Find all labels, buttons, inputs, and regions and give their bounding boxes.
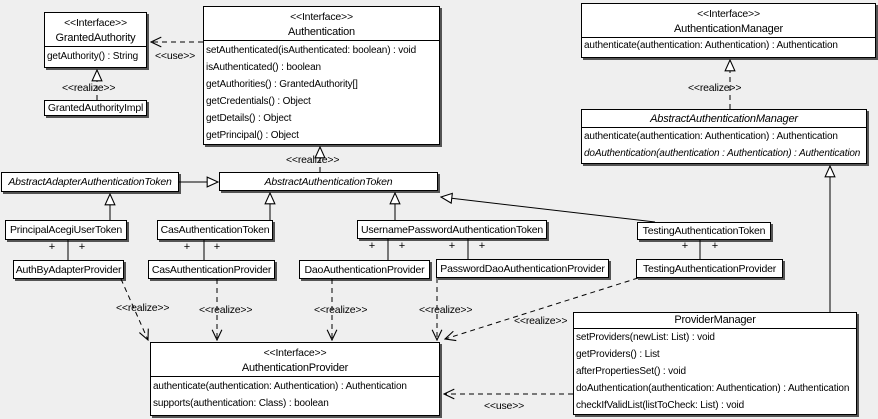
association-end-label: + xyxy=(48,241,56,253)
class-cas-authentication-provider: CasAuthenticationProvider xyxy=(148,260,275,279)
class-header: <<Interface>> AuthenticationManager xyxy=(582,4,875,37)
class-granted-authority: <<Interface>> GrantedAuthority getAuthor… xyxy=(44,12,147,68)
association-end-label: + xyxy=(478,240,486,252)
methods-compartment: getAuthority() : String xyxy=(45,46,146,65)
method: getAuthority() : String xyxy=(47,51,139,62)
class-testing-authentication-token: TestingAuthenticationToken xyxy=(637,222,771,240)
realize-label: <<realize>> xyxy=(116,302,170,314)
class-name: AuthenticationManager xyxy=(674,23,783,35)
method: afterPropertiesSet() : void xyxy=(576,366,686,377)
class-name: CasAuthenticationProvider xyxy=(151,263,272,276)
class-authentication-manager: <<Interface>> AuthenticationManager auth… xyxy=(581,3,876,58)
methods-compartment: authenticate(authentication: Authenticat… xyxy=(582,127,866,162)
class-testing-authentication-provider: TestingAuthenticationProvider xyxy=(636,259,783,278)
class-header: <<Interface>> AuthenticationProvider xyxy=(151,343,439,376)
stereotype-label: <<Interface>> xyxy=(64,17,127,29)
method: setProviders(newList: List) : void xyxy=(576,332,715,343)
class-name: AuthenticationProvider xyxy=(241,362,349,374)
method: getDetails() : Object xyxy=(206,113,292,124)
class-name: UsernamePasswordAuthenticationToken xyxy=(360,223,544,236)
method: doAuthentication(authentication : Authen… xyxy=(584,148,861,159)
method: authenticate(authentication: Authenticat… xyxy=(153,381,407,392)
method: supports(authentication: Class) : boolea… xyxy=(153,398,329,409)
use-label: <<use>> xyxy=(484,400,525,412)
class-name: AbstractAdapterAuthenticationToken xyxy=(8,176,172,188)
class-header: ProviderManager xyxy=(574,313,856,328)
realize-label: <<realize>> xyxy=(514,315,568,327)
class-name: TestingAuthenticationProvider xyxy=(642,262,777,275)
stereotype-label: <<Interface>> xyxy=(697,8,760,20)
method: getPrincipal() : Object xyxy=(206,130,299,141)
association-end-label: + xyxy=(448,240,456,252)
class-auth-by-adapter-provider: AuthByAdapterProvider xyxy=(13,260,124,279)
class-header: <<Interface>> GrantedAuthority xyxy=(45,13,146,46)
class-provider-manager: ProviderManager setProviders(newList: Li… xyxy=(573,312,857,415)
realize-label: <<realize>> xyxy=(62,82,116,94)
realize-label: <<realize>> xyxy=(199,304,253,316)
association-end-label: + xyxy=(711,240,719,252)
class-dao-authentication-provider: DaoAuthenticationProvider xyxy=(299,260,430,279)
class-name: PrincipalAcegiUserToken xyxy=(9,224,123,236)
stereotype-label: <<Interface>> xyxy=(263,347,327,359)
association-end-label: + xyxy=(78,241,86,253)
class-name: CasAuthenticationToken xyxy=(160,224,270,236)
methods-compartment: setProviders(newList: List) : void getPr… xyxy=(574,328,856,414)
use-label: <<use>> xyxy=(155,50,196,62)
methods-compartment: authenticate(authentication: Authenticat… xyxy=(151,376,439,412)
method: getAuthorities() : GrantedAuthority[] xyxy=(206,79,358,90)
class-header: AbstractAuthenticationManager xyxy=(582,110,866,127)
class-name: DaoAuthenticationProvider xyxy=(304,263,425,276)
realize-label: <<realize>> xyxy=(286,154,340,166)
methods-compartment: authenticate(authentication: Authenticat… xyxy=(582,37,875,53)
class-authentication: <<Interface>> Authentication setAuthenti… xyxy=(203,6,440,145)
association-end-label: + xyxy=(398,240,406,252)
method: setAuthenticated(isAuthenticated: boolea… xyxy=(206,45,417,56)
realize-label: <<realize>> xyxy=(314,304,368,316)
association-end-label: + xyxy=(213,241,221,253)
realize-label: <<realize>> xyxy=(419,304,473,316)
method: getProviders() : List xyxy=(576,349,660,360)
class-cas-authentication-token: CasAuthenticationToken xyxy=(157,220,273,240)
method: getCredentials() : Object xyxy=(206,96,311,107)
class-name: GrantedAuthorityImpl xyxy=(47,102,144,114)
class-name: Authentication xyxy=(288,26,355,38)
class-authentication-provider: <<Interface>> AuthenticationProvider aut… xyxy=(150,342,440,416)
class-name: PasswordDaoAuthenticationProvider xyxy=(440,262,605,275)
association-end-label: + xyxy=(681,240,689,252)
class-name: TestingAuthenticationToken xyxy=(642,225,766,237)
class-granted-authority-impl: GrantedAuthorityImpl xyxy=(44,100,147,116)
class-abstract-authentication-token: AbstractAuthenticationToken xyxy=(219,172,438,191)
class-name: AbstractAuthenticationManager xyxy=(650,113,798,125)
class-header: <<Interface>> Authentication xyxy=(204,7,439,40)
association-end-label: + xyxy=(183,241,191,253)
methods-compartment: setAuthenticated(isAuthenticated: boolea… xyxy=(204,40,439,144)
class-password-dao-authentication-provider: PasswordDaoAuthenticationProvider xyxy=(436,259,609,278)
class-name: AbstractAuthenticationToken xyxy=(264,175,393,188)
class-abstract-authentication-manager: AbstractAuthenticationManager authentica… xyxy=(581,109,867,164)
method: authenticate(authentication: Authenticat… xyxy=(584,131,838,142)
class-name: GrantedAuthority xyxy=(55,32,136,44)
class-name: ProviderManager xyxy=(674,314,756,326)
method: authenticate(authentication: Authenticat… xyxy=(584,40,838,51)
method: checkIfValidList(listToCheck: List) : vo… xyxy=(576,400,745,411)
realize-label: <<realize>> xyxy=(688,82,742,94)
class-username-password-authentication-token: UsernamePasswordAuthenticationToken xyxy=(357,220,547,239)
method: isAuthenticated() : boolean xyxy=(206,62,321,73)
class-principal-acegi-user-token: PrincipalAcegiUserToken xyxy=(5,220,127,240)
class-abstract-adapter-authentication-token: AbstractAdapterAuthenticationToken xyxy=(1,172,179,192)
class-name: AuthByAdapterProvider xyxy=(15,263,122,276)
association-end-label: + xyxy=(368,240,376,252)
stereotype-label: <<Interface>> xyxy=(290,11,353,23)
method: doAuthentication(authentication: Authent… xyxy=(576,383,850,394)
